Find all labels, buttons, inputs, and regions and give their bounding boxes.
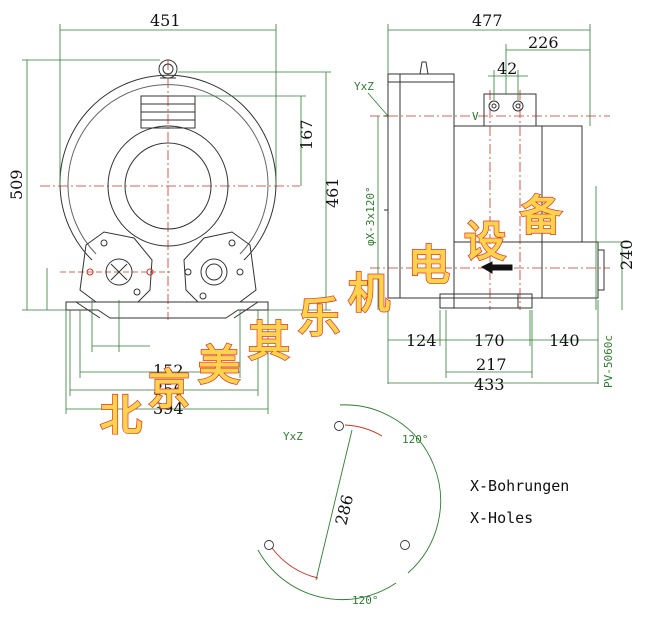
front-dims xyxy=(22,24,331,414)
dim-42: 42 xyxy=(497,59,517,78)
legend-holes: X-Holes xyxy=(470,509,533,527)
watermark-char: 其 xyxy=(248,317,290,366)
center-hub-inner xyxy=(124,142,212,230)
dim-217: 217 xyxy=(476,355,507,374)
inlet-blocked xyxy=(105,258,133,286)
angle-top: 120° xyxy=(402,433,429,446)
yxz-leader xyxy=(367,92,389,117)
side-dims xyxy=(377,24,628,384)
watermark-char: 机 xyxy=(348,269,390,318)
center-hub-outer xyxy=(107,125,229,247)
v-mark: V xyxy=(472,110,479,123)
left-port-plate xyxy=(79,231,153,303)
pcd-arc-bottom xyxy=(257,549,397,601)
watermark-char: 乐 xyxy=(298,293,340,342)
blower-housing xyxy=(59,74,277,261)
hole-pattern xyxy=(257,404,442,601)
dim-433: 433 xyxy=(474,375,505,394)
pcd-arc-red-bottom xyxy=(271,547,319,579)
dim-152: 152 xyxy=(153,361,184,380)
watermark-char: 备 xyxy=(520,191,563,240)
angle-bottom: 120° xyxy=(352,594,379,607)
dim-509: 509 xyxy=(7,169,26,200)
dim-356: 356 xyxy=(153,380,184,399)
pcd-arc-red-top xyxy=(344,424,383,437)
dim-394: 394 xyxy=(153,399,184,418)
front-view xyxy=(40,59,300,320)
pcd-arc-right xyxy=(339,404,442,574)
dim-140: 140 xyxy=(549,331,580,350)
dim-167: 167 xyxy=(297,119,316,150)
watermark-char: 北 xyxy=(100,391,142,440)
side-base xyxy=(439,293,533,309)
watermark-char: 京 xyxy=(148,365,190,414)
dim-240: 240 xyxy=(617,239,636,270)
right-port-plate xyxy=(183,231,257,303)
hole-yxz-label: YxZ xyxy=(283,430,303,443)
side-yxz-label: YxZ xyxy=(354,80,374,93)
watermark-char: 设 xyxy=(464,217,506,266)
dim-124: 124 xyxy=(406,331,437,350)
watermark: 北 京 美 其 乐 机 电 设 备 xyxy=(99,190,563,440)
terminal-box xyxy=(483,93,537,127)
hole-left xyxy=(264,540,274,550)
hole-top xyxy=(334,421,344,431)
dim-226: 226 xyxy=(528,33,559,52)
dim-170: 170 xyxy=(474,331,505,350)
dim-451: 451 xyxy=(150,11,181,30)
base-foot xyxy=(65,301,269,319)
hole-right xyxy=(400,540,410,550)
watermark-char: 美 xyxy=(198,341,240,390)
legend-bohrungen: X-Bohrungen xyxy=(470,477,569,495)
watermark-char: 电 xyxy=(408,241,450,290)
dim-477: 477 xyxy=(472,11,503,30)
flow-arrow xyxy=(480,261,513,274)
model-label: PV-5060c xyxy=(602,335,615,388)
dim-461: 461 xyxy=(323,177,342,208)
side-view xyxy=(370,61,610,310)
outlet-port xyxy=(200,258,228,286)
side-hole-spec: φX-3x120° xyxy=(364,186,377,246)
